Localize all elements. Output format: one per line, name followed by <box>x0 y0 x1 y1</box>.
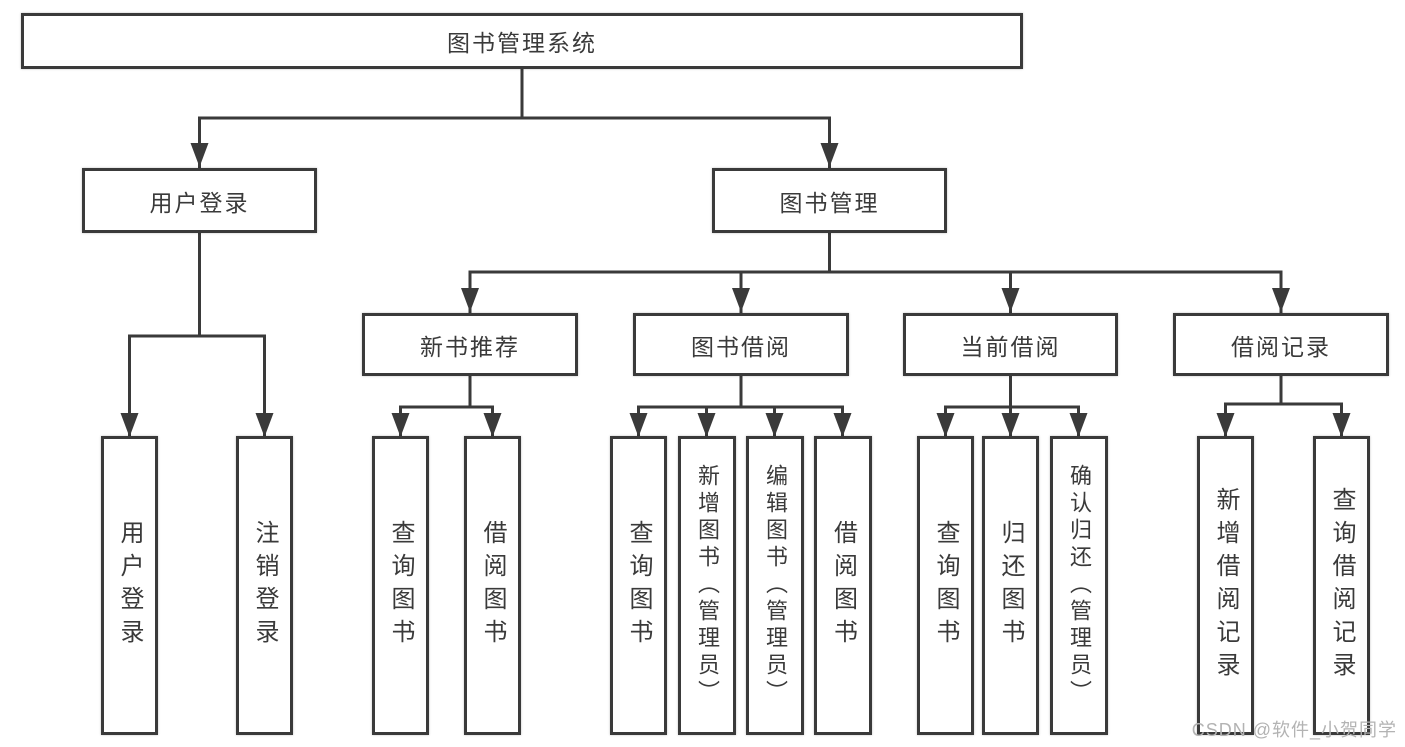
node-current-borrow: 当前借阅 <box>903 313 1118 376</box>
leaf-edit-books-admin: 编辑图书（管理员） <box>746 436 804 735</box>
leaf-user-login: 用户登录 <box>101 436 158 735</box>
leaf-query-books-borrow: 查询图书 <box>610 436 667 735</box>
leaf-logout: 注销登录 <box>236 436 293 735</box>
node-user-login: 用户登录 <box>82 168 317 233</box>
node-book-borrow: 图书借阅 <box>633 313 849 376</box>
leaf-borrow-books-recommend: 借阅图书 <box>464 436 521 735</box>
leaf-borrow-books: 借阅图书 <box>814 436 872 735</box>
node-book-management: 图书管理 <box>712 168 947 233</box>
leaf-return-books: 归还图书 <box>982 436 1039 735</box>
leaf-add-borrow-record: 新增借阅记录 <box>1197 436 1254 735</box>
csdn-watermark: CSDN @软件_小贺同学 <box>1191 720 1397 740</box>
node-new-book-recommend: 新书推荐 <box>362 313 578 376</box>
leaf-query-borrow-record: 查询借阅记录 <box>1313 436 1370 735</box>
leaf-query-books-current: 查询图书 <box>917 436 974 735</box>
node-library-management-system: 图书管理系统 <box>21 13 1023 69</box>
node-borrow-records: 借阅记录 <box>1173 313 1389 376</box>
leaf-confirm-return-admin: 确认归还（管理员） <box>1050 436 1108 735</box>
leaf-add-books-admin: 新增图书（管理员） <box>678 436 736 735</box>
leaf-query-books-recommend: 查询图书 <box>372 436 429 735</box>
